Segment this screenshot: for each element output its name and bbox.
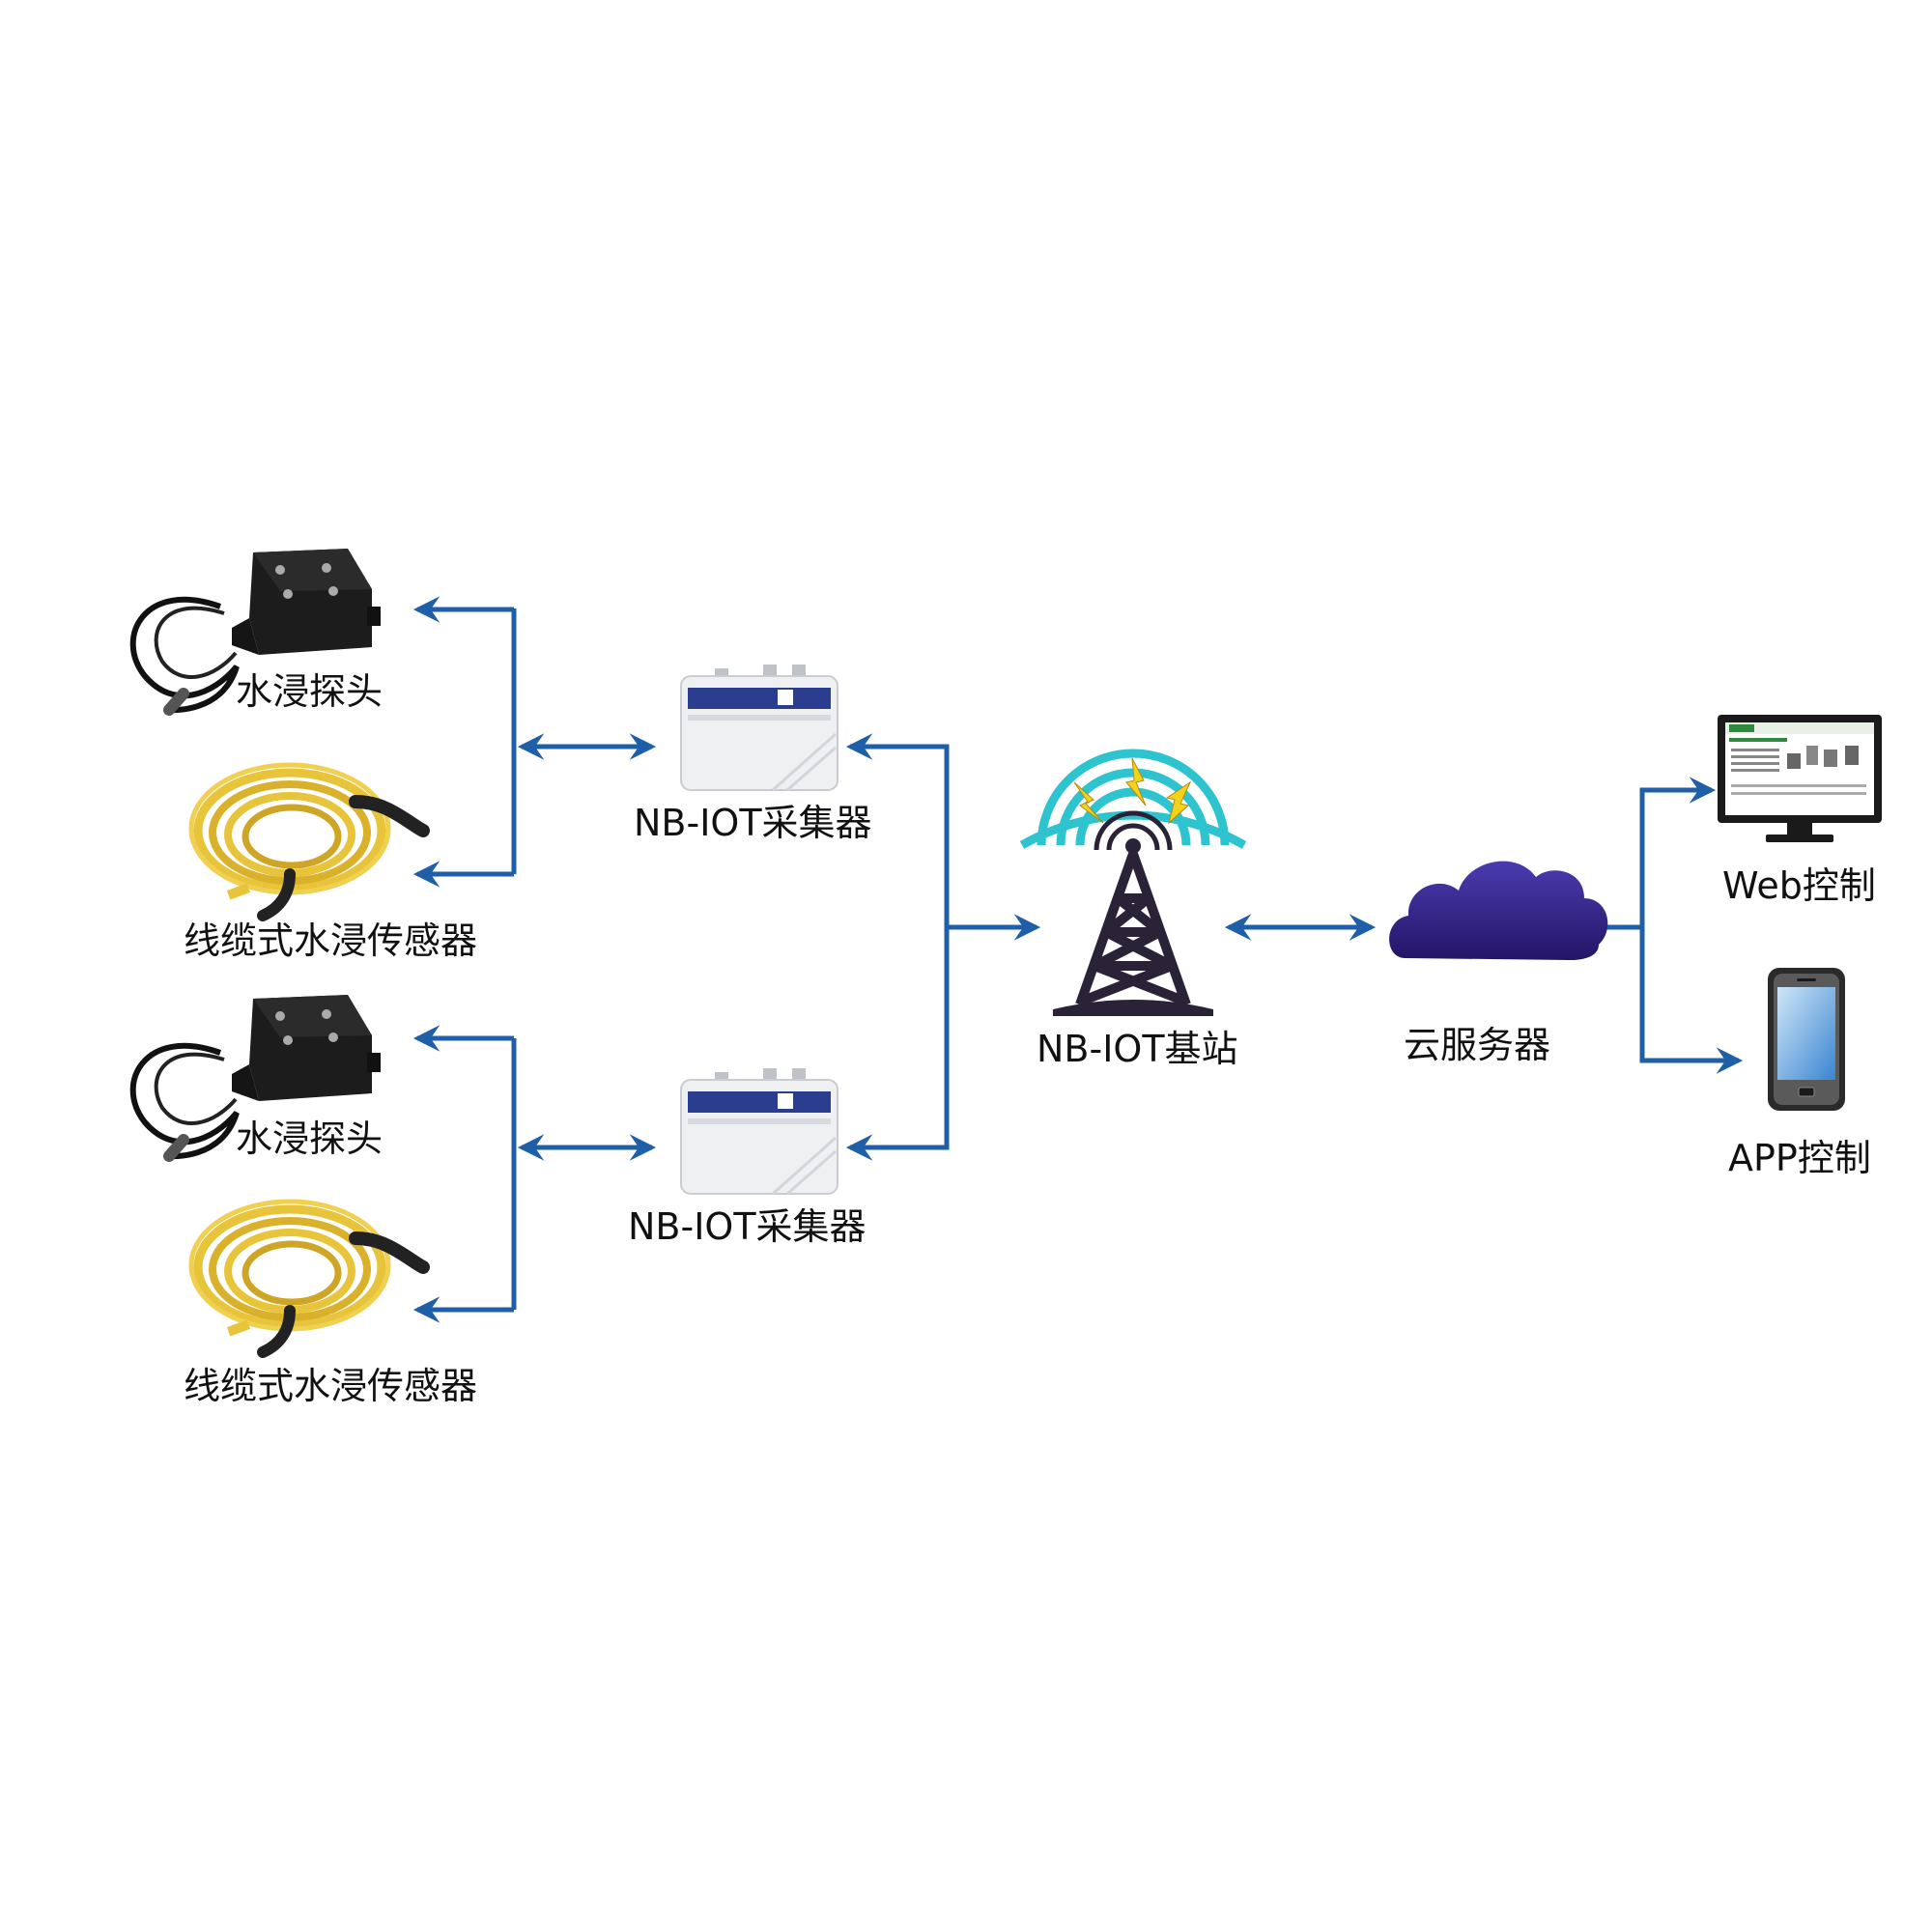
collector-1-label: NB-IOT采集器 (634, 802, 872, 844)
collector-device-icon (680, 1068, 838, 1196)
app-control-label: APP控制 (1728, 1137, 1871, 1179)
cloud-icon (1389, 861, 1608, 960)
arrow-to-collector-1 (845, 733, 950, 927)
smartphone-icon (1768, 968, 1845, 1111)
probe-1-label: 水浸探头 (236, 670, 384, 713)
water-probe-icon (129, 549, 381, 716)
collector-2-label: NB-IOT采集器 (628, 1205, 867, 1248)
collector-device-icon (680, 665, 838, 792)
cable-sensor-2-label: 线缆式水浸传感器 (184, 1365, 478, 1407)
base-station-label: NB-IOT基站 (1037, 1028, 1238, 1070)
arrow-to-probe-1 (412, 596, 517, 623)
web-control-label: Web控制 (1722, 864, 1876, 907)
arrow-to-app (1639, 927, 1744, 1074)
cable-sensor-icon (188, 1199, 430, 1358)
cable-sensor-icon (188, 762, 430, 921)
water-probe-icon (129, 995, 381, 1162)
cloud-label: 云服务器 (1404, 1024, 1551, 1066)
cell-tower-icon (1019, 749, 1247, 1016)
cable-sensor-1-label: 线缆式水浸传感器 (184, 920, 478, 962)
arrow-to-web (1639, 777, 1717, 927)
arrow-to-collector-2 (845, 927, 950, 1161)
probe-2-label: 水浸探头 (236, 1118, 384, 1160)
monitor-icon (1718, 715, 1882, 842)
